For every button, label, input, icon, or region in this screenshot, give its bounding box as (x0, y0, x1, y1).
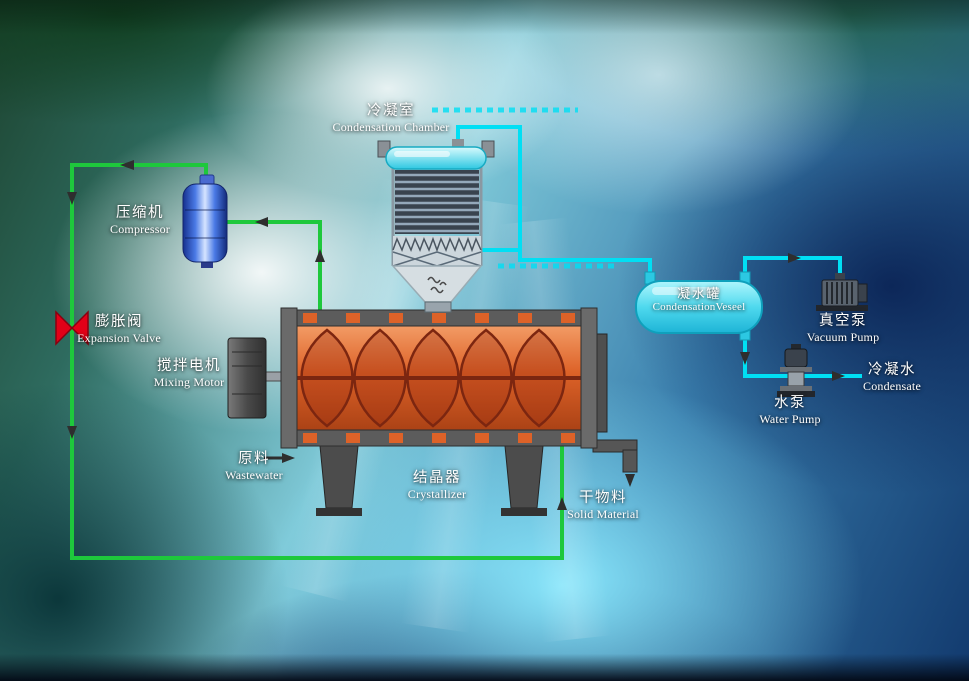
label-crystallizer-en: Crystallizer (407, 487, 467, 502)
label-wastewater: 原料 Wastewater (225, 451, 283, 482)
label-vacuum-pump-zh: 真空泵 (819, 313, 867, 329)
motor-body (227, 337, 267, 419)
label-condensation-vessel: 凝水罐 CondensationVeseel (653, 286, 746, 314)
label-condensate-en: Condensate (863, 379, 921, 394)
label-solid-material-en: Solid Material (567, 507, 639, 522)
crystallizer-leg-left (319, 445, 359, 509)
refrigerant-pipe-main-loop (70, 163, 564, 560)
flow-arrow-right-icon (832, 371, 845, 381)
chamber-lid (385, 146, 487, 170)
vacuum-pump-port (835, 273, 845, 281)
label-water-pump: 水泵 Water Pump (759, 395, 820, 426)
vapor-pipe-chamber-to-vessel (456, 125, 652, 283)
label-mixing-motor-zh: 搅拌电机 (157, 358, 221, 374)
label-vacuum-pump: 真空泵 Vacuum Pump (807, 313, 880, 344)
steam-icon (427, 276, 447, 294)
water-pump (777, 344, 815, 397)
crystallizer (280, 307, 638, 516)
label-condensation-vessel-zh: 凝水罐 (677, 286, 721, 301)
expansion-valve (55, 310, 89, 346)
water-pump-flange-top (780, 367, 812, 372)
label-condensation-vessel-en: CondensationVeseel (652, 301, 746, 314)
label-expansion-valve: 膨胀阀 Expansion Valve (77, 314, 161, 345)
crystallizer-left-cap (280, 307, 298, 449)
flow-arrow-down-icon (67, 426, 77, 439)
crystallizer-right-cap (580, 307, 598, 449)
chamber-zigzag (392, 236, 482, 253)
wastewater-inlet-arrow-icon (282, 453, 295, 463)
label-mixing-motor: 搅拌电机 Mixing Motor (154, 358, 225, 389)
chamber-x-brace (392, 251, 482, 267)
label-wastewater-zh: 原料 (237, 451, 270, 467)
water-pump-cap (791, 344, 801, 350)
solids-discharge-elbow (622, 449, 638, 473)
crystallizer-foot-right (501, 508, 547, 516)
lid-port (452, 139, 464, 149)
refrigerant-pipe-return (227, 220, 322, 314)
vessel-shine (652, 287, 720, 295)
flow-arrow-left-icon (255, 217, 268, 227)
label-expansion-valve-zh: 膨胀阀 (94, 314, 143, 330)
top-rail-tabs (303, 313, 575, 323)
mixing-motor (227, 337, 287, 419)
water-pump-motor (784, 348, 808, 368)
water-pump-base (777, 391, 815, 397)
label-wastewater-en: Wastewater (225, 468, 283, 483)
flow-arrow-up-icon (315, 249, 325, 262)
valve-triangle-left (55, 310, 74, 346)
label-compressor-en: Compressor (110, 222, 170, 237)
compressor-body (182, 183, 228, 263)
flow-arrow-down-icon (67, 192, 77, 205)
vacuum-pump (816, 273, 868, 311)
vacuum-pump-fins (826, 282, 853, 304)
flow-arrow-right-icon (788, 253, 801, 263)
flow-arrow-up-icon (557, 497, 567, 510)
label-condensation-chamber-zh: 冷凝室 (366, 103, 415, 119)
label-solid-material-zh: 干物料 (578, 490, 627, 506)
label-compressor-zh: 压缩机 (116, 205, 164, 221)
label-compressor: 压缩机 Compressor (110, 205, 170, 236)
crystallizer-foot-left (316, 508, 362, 516)
label-vacuum-pump-en: Vacuum Pump (806, 330, 880, 345)
label-mixing-motor-en: Mixing Motor (153, 375, 225, 390)
chamber-neck (424, 301, 452, 313)
vapor-pipe-vessel-to-vacuum-pump (743, 256, 842, 283)
valve-triangle-right (70, 310, 89, 346)
condensation-chamber (377, 139, 495, 313)
label-condensation-chamber: 冷凝室 Condensation Chamber (333, 103, 450, 134)
label-condensation-chamber-en: Condensation Chamber (332, 120, 450, 135)
water-pump-column (787, 371, 805, 387)
flow-arrows (67, 160, 845, 510)
chamber-funnel (391, 265, 483, 303)
condensate-pipe-vessel-to-water-pump (743, 331, 788, 378)
solids-outlet-arrow-icon (625, 474, 635, 487)
label-condensate: 冷凝水 Condensate (863, 362, 921, 393)
label-crystallizer-zh: 结晶器 (412, 470, 461, 486)
bottom-rail-tabs (303, 433, 575, 443)
flow-arrow-left-icon (120, 160, 134, 170)
label-water-pump-zh: 水泵 (773, 395, 806, 411)
label-condensate-zh: 冷凝水 (868, 362, 916, 378)
water-pump-flange-bottom (780, 386, 812, 391)
vacuum-pump-cap (857, 283, 868, 303)
condensation-vessel (635, 271, 763, 341)
lid-shine (394, 151, 450, 157)
crystallizer-leg-right (504, 445, 544, 509)
compressor-bottom-fitting (201, 258, 213, 268)
vacuum-pump-base (816, 305, 868, 311)
label-water-pump-en: Water Pump (759, 412, 821, 427)
chamber-fins (395, 173, 479, 233)
label-crystallizer: 结晶器 Crystallizer (408, 470, 466, 501)
chamber-brace-band (393, 252, 481, 266)
label-expansion-valve-en: Expansion Valve (77, 331, 161, 346)
flow-arrow-down-icon (740, 352, 750, 365)
compressor (182, 174, 228, 268)
label-solid-material: 干物料 Solid Material (567, 490, 639, 521)
